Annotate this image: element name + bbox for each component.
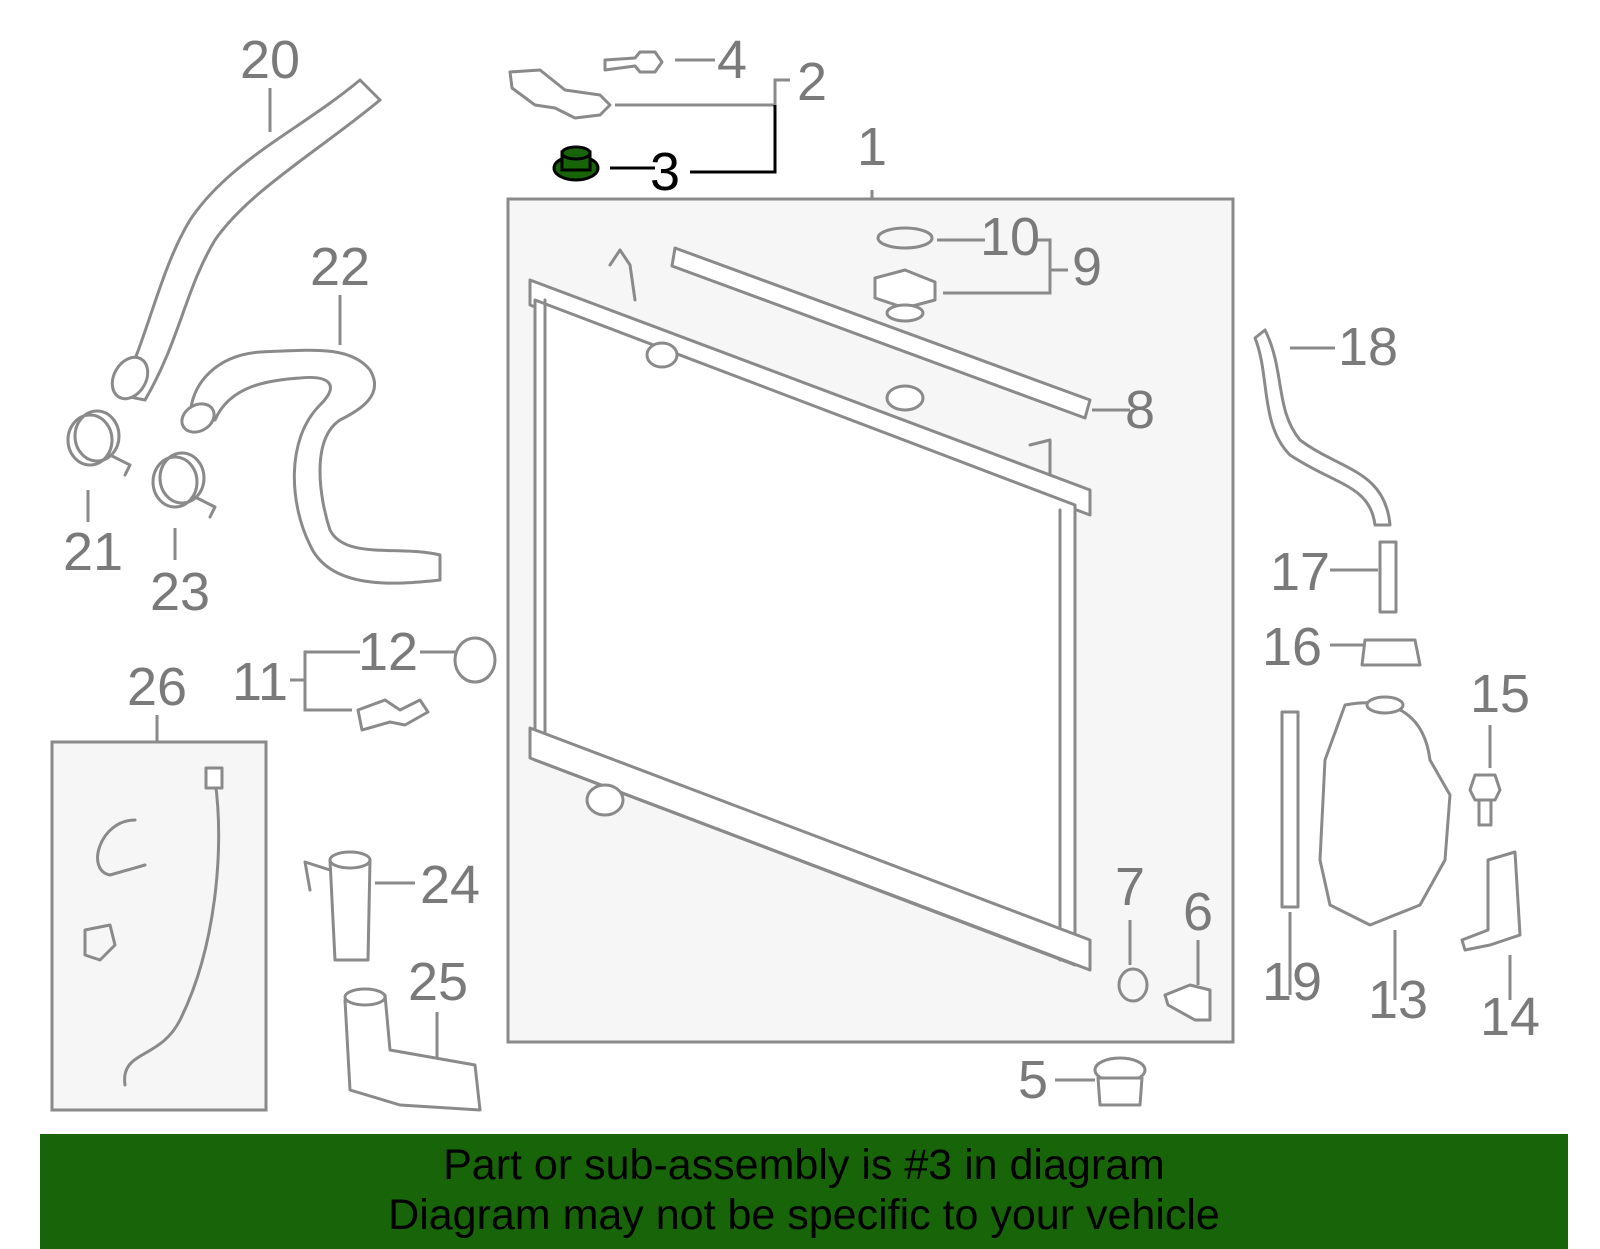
reservoir-13-part[interactable]	[1318, 695, 1452, 927]
cap-16-part[interactable]	[1360, 638, 1422, 667]
bracket-14-part[interactable]	[1460, 850, 1522, 952]
hose-clamp-23-part[interactable]	[151, 451, 217, 519]
drain-plug-6-part[interactable]	[1163, 983, 1212, 1022]
lower-hose-part[interactable]	[177, 348, 442, 585]
callout-8: 8	[1125, 380, 1155, 440]
tube-19-part[interactable]	[1280, 710, 1300, 909]
banner-line-2: Diagram may not be specific to your vehi…	[388, 1191, 1220, 1239]
callout-15: 15	[1470, 664, 1530, 724]
callout-11: 11	[232, 652, 288, 712]
callout-5: 5	[1018, 1050, 1048, 1110]
callout-1: 1	[857, 117, 887, 177]
o-ring-12-part[interactable]	[453, 636, 497, 684]
callout-12: 12	[358, 622, 418, 682]
callout-25: 25	[408, 952, 468, 1012]
hose-25-part[interactable]	[343, 987, 482, 1112]
callout-7: 7	[1115, 857, 1145, 917]
pipe-17-part[interactable]	[1378, 540, 1398, 614]
cushion-5-part[interactable]	[1093, 1056, 1147, 1107]
pipe-24-part[interactable]	[303, 850, 372, 962]
radiator-cap-9-part[interactable]	[873, 268, 937, 323]
callout-24: 24	[420, 855, 480, 915]
callout-18: 18	[1338, 317, 1398, 377]
upper-bracket-part[interactable]	[508, 68, 612, 120]
mount-cushion-3-part[interactable]	[552, 145, 600, 182]
sensor-11-part[interactable]	[356, 698, 430, 732]
info-banner: Part or sub-assembly is #3 in diagram Di…	[40, 1134, 1568, 1249]
radiator-part[interactable]	[528, 248, 1092, 972]
callout-22: 22	[310, 237, 370, 297]
callout-17: 17	[1270, 542, 1330, 602]
bolt-4-part[interactable]	[603, 50, 664, 74]
callout-9: 9	[1072, 237, 1102, 297]
callout-14: 14	[1480, 987, 1540, 1047]
banner-line-1: Part or sub-assembly is #3 in diagram	[443, 1141, 1165, 1189]
callout-23: 23	[150, 562, 210, 622]
callout-20: 20	[240, 30, 300, 90]
callout-26: 26	[127, 657, 187, 717]
callout-16: 16	[1262, 617, 1322, 677]
washer-7-part[interactable]	[1117, 967, 1149, 1003]
harness-26-part[interactable]	[83, 766, 224, 1087]
overflow-hose-18-part[interactable]	[1253, 328, 1392, 527]
harness-assembly-box	[50, 740, 268, 1112]
o-ring-10-part[interactable]	[876, 226, 934, 250]
callout-13: 13	[1368, 970, 1428, 1030]
callout-2: 2	[797, 52, 827, 112]
callout-6: 6	[1183, 882, 1213, 942]
hose-clamp-21-part[interactable]	[66, 409, 132, 477]
bolt-15-part[interactable]	[1468, 773, 1502, 827]
callout-labels: 1 2 3 4 10 9 8 18 17 16 15 19 13 14 7 6 …	[63, 30, 1540, 1110]
callout-10: 10	[980, 207, 1040, 267]
seal-strip-8-part[interactable]	[670, 246, 1092, 420]
callout-3[interactable]: 3	[650, 142, 680, 202]
callout-21: 21	[63, 522, 123, 582]
leader-lines	[86, 58, 1512, 1082]
upper-hose-part[interactable]	[105, 78, 382, 405]
callout-19: 19	[1262, 952, 1322, 1012]
callout-4: 4	[717, 30, 747, 90]
